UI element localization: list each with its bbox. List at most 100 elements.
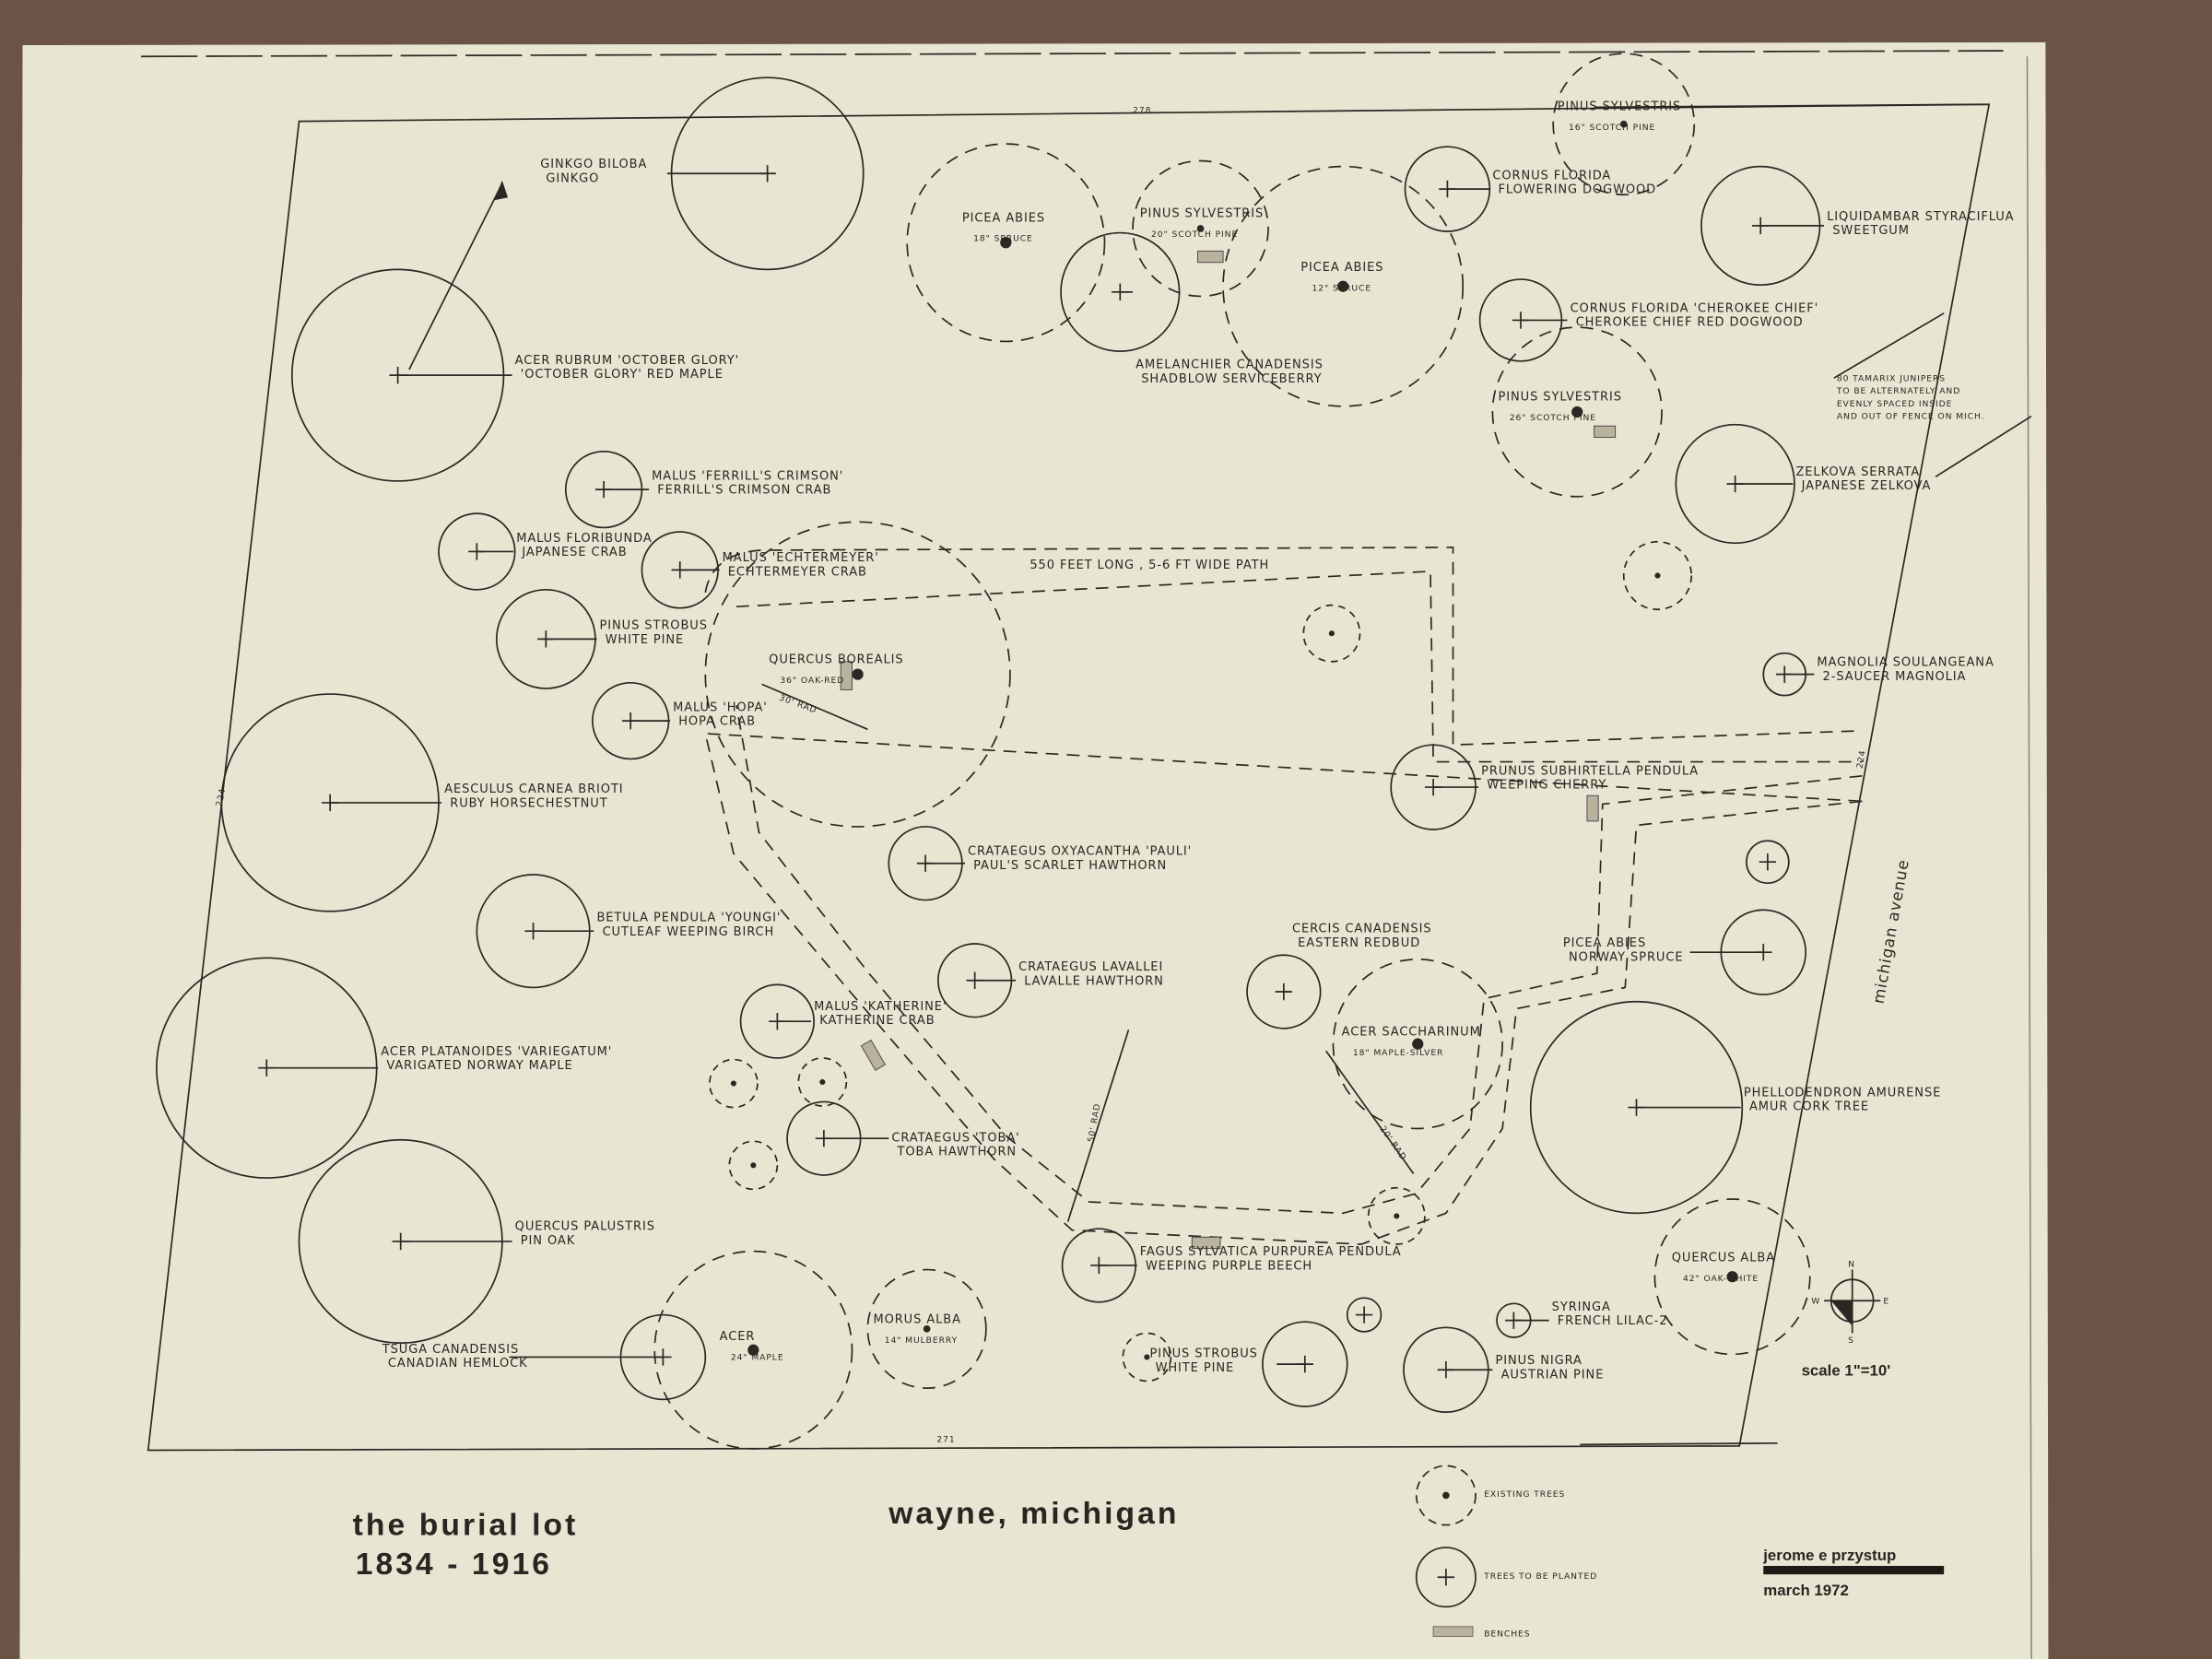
tamarix-note-line: TO BE ALTERNATELY AND	[1836, 386, 1960, 396]
tree-botanical-name: PINUS STROBUS	[1149, 1347, 1257, 1360]
tree-botanical-name: ACER PLATANOIDES 'VARIEGATUM'	[381, 1045, 612, 1059]
tree-common-name: WHITE PINE	[606, 633, 685, 647]
tree-common-name: JAPANESE CRAB	[521, 546, 627, 559]
tree-planned: MALUS 'FERRILL'S CRIMSON'FERRILL'S CRIMS…	[564, 450, 843, 529]
tree-botanical-name: FAGUS SYLVATICA PURPUREA PENDULA	[1140, 1245, 1402, 1259]
tree-botanical-name: CORNUS FLORIDA	[1492, 169, 1611, 182]
tree-botanical-name: AMELANCHIER CANADENSIS	[1135, 358, 1324, 371]
tree-canopy	[1552, 53, 1696, 196]
tree-botanical-name: QUERCUS BOREALIS	[769, 653, 903, 666]
legend-planted-label: TREES TO BE PLANTED	[1483, 1571, 1597, 1582]
tree-trunk-dot	[747, 1344, 759, 1356]
tree-canopy	[1262, 1321, 1348, 1407]
tree-canopy	[739, 983, 816, 1059]
tree-trunk-dot	[1571, 406, 1583, 418]
tree-canopy	[866, 1268, 987, 1389]
tree-botanical-name: PRUNUS SUBHIRTELLA PENDULA	[1481, 764, 1699, 778]
tree-botanical-name: PICEA ABIES	[1563, 936, 1646, 950]
compass-letter: N	[1848, 1259, 1855, 1269]
dimension-bottom: 271	[936, 1434, 955, 1444]
tree-botanical-name: ZELKOVA SERRATA	[1795, 465, 1920, 479]
tree-canopy	[1675, 423, 1795, 545]
tree-common-name: TOBA HAWTHORN	[896, 1146, 1017, 1159]
tree-botanical-name: CERCIS CANADENSIS	[1292, 923, 1431, 936]
tree-botanical-name: ACER	[720, 1330, 756, 1344]
tree-trunk-dot	[852, 668, 864, 680]
tree-botanical-name: ACER SACCHARINUM	[1342, 1025, 1481, 1039]
tree-trunk-dot	[1196, 225, 1205, 232]
tree-canopy	[1246, 954, 1322, 1030]
tree-common-name: PIN OAK	[521, 1234, 575, 1248]
tree-planned: MALUS 'ECHTERMEYER'ECHTERMEYER CRAB	[641, 531, 879, 609]
tree-planned: CORNUS FLORIDA 'CHEROKEE CHIEF'CHEROKEE …	[1478, 278, 1818, 362]
tree-planned: MALUS 'KATHERINE'KATHERINE CRAB	[739, 983, 947, 1059]
title-line1: the burial lot	[353, 1508, 579, 1542]
tree-common-name: GINKGO	[546, 171, 599, 185]
tree-canopy	[1529, 1000, 1744, 1215]
tree-planned: MALUS 'HOPA'HOPA CRAB	[592, 681, 767, 760]
legend-benches-label: BENCHES	[1484, 1630, 1530, 1640]
tree-common-name: FLOWERING DOGWOOD	[1499, 183, 1657, 197]
tree-botanical-name: BETULA PENDULA 'YOUNGI'	[596, 911, 781, 924]
tree-trunk-dot	[1726, 1271, 1738, 1283]
tree-botanical-name: CRATAEGUS 'TOBA'	[891, 1131, 1019, 1145]
tree-botanical-name: SYRINGA	[1552, 1300, 1611, 1314]
bench	[1594, 425, 1617, 439]
tree-botanical-name: GINKGO BILOBA	[540, 158, 647, 171]
tree-common-name: HOPA CRAB	[678, 715, 756, 729]
tree-botanical-name: PINUS STROBUS	[600, 619, 708, 633]
tree-common-name: 42" OAK-WHITE	[1683, 1274, 1759, 1284]
author: jerome e przystup	[1762, 1547, 1896, 1564]
tree-botanical-name: QUERCUS PALUSTRIS	[515, 1220, 655, 1234]
tree-canopy	[1491, 326, 1663, 498]
title-location: wayne, michigan	[888, 1497, 1179, 1531]
tree-planned: CRATAEGUS OXYACANTHA 'PAULI'PAUL'S SCARL…	[888, 826, 1191, 901]
paper-edge-line	[2026, 56, 2032, 1659]
date: march 1972	[1763, 1582, 1849, 1599]
compass-letter: W	[1811, 1296, 1820, 1306]
tree-common-name: 18" SPRUCE	[973, 234, 1033, 244]
tree-existing-unlabeled	[728, 1140, 779, 1191]
tree-botanical-name: MALUS 'FERRILL'S CRIMSON'	[652, 469, 843, 483]
top-boundary-upper	[141, 50, 2004, 58]
scale-label: scale 1"=10'	[1802, 1361, 1891, 1379]
tree-existing-unlabeled	[797, 1057, 848, 1107]
tree-common-name: KATHERINE CRAB	[819, 1014, 935, 1028]
tree-planned-unlabeled	[1346, 1297, 1382, 1333]
path-note: 550 FEET LONG , 5-6 FT WIDE PATH	[1030, 559, 1269, 572]
tree-common-name: FERRILL'S CRIMSON CRAB	[657, 484, 831, 498]
tree-common-name: CUTLEAF WEEPING BIRCH	[603, 925, 775, 939]
tree-trunk-dot	[1000, 237, 1012, 249]
tree-canopy	[653, 1250, 853, 1450]
tree-common-name: AMUR CORK TREE	[1749, 1100, 1869, 1114]
tree-planned: ACER PLATANOIDES 'VARIEGATUM'VARIGATED N…	[156, 957, 612, 1179]
tree-common-name: 16" SCOTCH PINE	[1569, 123, 1655, 133]
tree-common-name: AUSTRIAN PINE	[1501, 1368, 1605, 1382]
tree-existing-unlabeled	[1622, 540, 1693, 611]
bottom-boundary-extension	[1580, 1441, 1778, 1446]
tamarix-note-line: 80 TAMARIX JUNIPERS	[1837, 373, 1946, 383]
tree-botanical-name: MALUS 'ECHTERMEYER'	[723, 551, 879, 565]
tree-botanical-name: PINUS SYLVESTRIS	[1140, 207, 1264, 221]
tree-common-name: ECHTERMEYER CRAB	[728, 565, 867, 579]
bench	[1191, 1236, 1221, 1250]
tree-botanical-name: QUERCUS ALBA	[1672, 1251, 1775, 1265]
tree-common-name: LAVALLE HAWTHORN	[1024, 974, 1164, 988]
tree-common-name: SHADBLOW SERVICEBERRY	[1141, 372, 1322, 386]
tree-canopy	[906, 143, 1106, 343]
